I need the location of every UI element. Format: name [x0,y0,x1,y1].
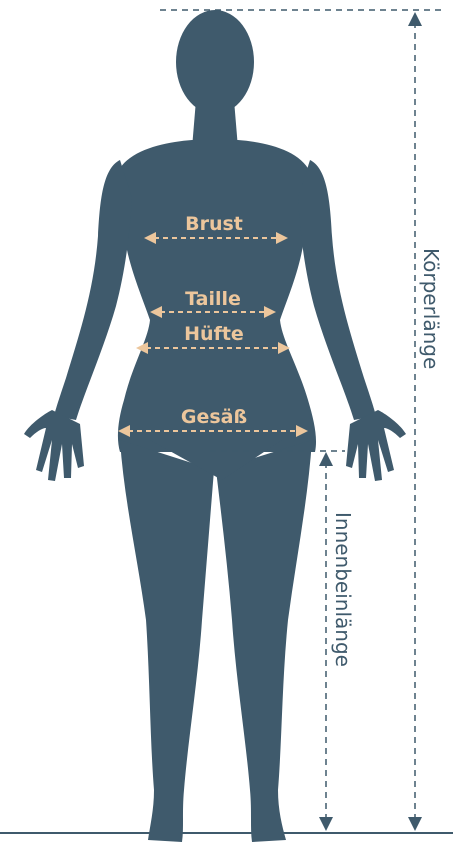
seat-label: Gesäß [181,406,247,428]
inseam-label: Innenbeinlänge [331,512,355,667]
hip-label: Hüfte [184,323,244,345]
body-length-label: Körperlänge [419,248,443,369]
waist-label: Taille [185,288,241,310]
chest-label: Brust [185,213,243,235]
